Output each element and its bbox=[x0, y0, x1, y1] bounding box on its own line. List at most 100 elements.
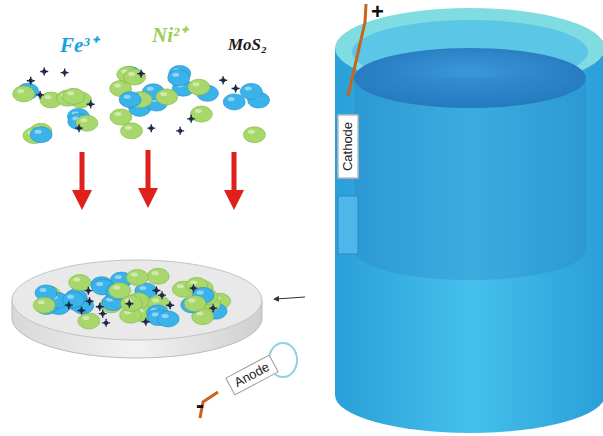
particle-highlight bbox=[73, 278, 80, 282]
electrode-label-strip: Cathode bbox=[338, 114, 359, 178]
particle-highlight bbox=[44, 95, 51, 99]
mos2-flake bbox=[67, 303, 71, 307]
particle-highlight bbox=[114, 83, 121, 87]
ion-particle bbox=[33, 297, 55, 313]
mos2-flake bbox=[75, 124, 83, 132]
mos2-flake bbox=[191, 286, 195, 290]
particle-highlight bbox=[67, 91, 74, 95]
ion-particle bbox=[168, 70, 190, 86]
ion-particle bbox=[30, 127, 52, 143]
particle-highlight bbox=[195, 109, 202, 113]
mos2-flake bbox=[65, 301, 73, 309]
mos2-flake bbox=[176, 127, 184, 135]
mos2-flake bbox=[149, 126, 153, 130]
mos2-flake bbox=[189, 284, 197, 292]
particle-highlight bbox=[67, 295, 74, 299]
mos2-flake bbox=[88, 102, 92, 106]
mos2-flake bbox=[87, 299, 91, 303]
substrate-disc bbox=[12, 260, 262, 340]
mos2-flake bbox=[233, 86, 237, 90]
ion-particle bbox=[156, 89, 178, 105]
mos2-flake bbox=[99, 310, 107, 318]
ion-particle bbox=[223, 94, 245, 110]
particle-highlight bbox=[40, 288, 47, 292]
particle-highlight bbox=[228, 97, 235, 101]
ion-particle bbox=[124, 69, 146, 85]
particle-highlight bbox=[177, 284, 184, 288]
ion-particle bbox=[69, 275, 91, 291]
particle-highlight bbox=[172, 73, 179, 77]
deposition-arrow bbox=[146, 150, 151, 198]
mos2-flake bbox=[209, 304, 217, 312]
particle-highlight bbox=[248, 130, 255, 134]
particle-highlight bbox=[125, 126, 132, 130]
particle-highlight bbox=[197, 290, 204, 294]
cathode-wire bbox=[348, 4, 366, 96]
mos2-flake bbox=[96, 303, 104, 311]
mos2-flake bbox=[62, 70, 66, 74]
mos2-flake bbox=[102, 319, 110, 327]
beaker-body bbox=[335, 48, 603, 433]
mos2-flake bbox=[142, 318, 150, 326]
particle-highlight bbox=[147, 87, 154, 91]
electrode-name: Anode bbox=[227, 356, 278, 394]
mos2-flake bbox=[98, 305, 102, 309]
particle-highlight bbox=[190, 280, 197, 284]
particle-highlight bbox=[80, 118, 87, 122]
pointer-arrow bbox=[276, 297, 305, 299]
ion-particle bbox=[13, 86, 35, 102]
mos2-flake bbox=[152, 287, 160, 295]
particle-highlight bbox=[152, 298, 159, 302]
mos2-flake bbox=[147, 124, 155, 132]
deposited-particles bbox=[33, 268, 230, 329]
ion-particle bbox=[188, 79, 210, 95]
electrolyte-depth bbox=[354, 78, 586, 280]
ion-particle bbox=[119, 92, 141, 108]
mos2-flake bbox=[127, 301, 131, 305]
species-label: Fe³⁺ bbox=[60, 34, 97, 57]
mos2-flake bbox=[42, 69, 46, 73]
mos2-flake bbox=[187, 115, 195, 123]
particle-highlight bbox=[35, 130, 42, 134]
mos2-flake bbox=[166, 301, 174, 309]
mos2-flake bbox=[211, 306, 215, 310]
particle-highlight bbox=[96, 282, 103, 286]
ion-particle bbox=[126, 269, 148, 285]
mos2-flake bbox=[77, 307, 85, 315]
mos2-flake bbox=[139, 71, 143, 75]
particle-highlight bbox=[139, 286, 146, 290]
mos2-flake bbox=[101, 311, 105, 315]
particle-highlight bbox=[192, 82, 199, 86]
species-label: Ni²⁺ bbox=[152, 24, 186, 47]
mos2-flake bbox=[219, 76, 227, 84]
mos2-flake bbox=[232, 85, 240, 93]
particle-highlight bbox=[162, 314, 169, 318]
mos2-flake bbox=[104, 321, 108, 325]
mos2-flake bbox=[160, 293, 164, 297]
ion-particle bbox=[120, 295, 142, 311]
mos2-flake bbox=[86, 288, 90, 292]
mos2-flake bbox=[137, 70, 145, 78]
ion-particle bbox=[190, 106, 212, 122]
particle-highlight bbox=[113, 286, 120, 290]
ion-particle bbox=[76, 115, 98, 131]
mos2-flake bbox=[221, 78, 225, 82]
mos2-flake bbox=[87, 100, 95, 108]
ion-particle bbox=[63, 88, 85, 104]
mos2-flake bbox=[168, 303, 172, 307]
mos2-flake bbox=[189, 117, 193, 121]
mos2-flake bbox=[84, 287, 92, 295]
mos2-flake bbox=[86, 297, 94, 305]
ion-particle bbox=[78, 313, 100, 329]
particle-highlight bbox=[114, 112, 121, 116]
ion-particle bbox=[240, 83, 262, 99]
electrode-label-strip: Anode bbox=[225, 354, 279, 395]
mos2-flake bbox=[77, 126, 81, 130]
deposition-arrow bbox=[80, 152, 85, 200]
particle-highlight bbox=[160, 92, 167, 96]
mos2-flake bbox=[79, 308, 83, 312]
particle-highlight bbox=[115, 275, 122, 279]
particle-highlight bbox=[17, 89, 24, 93]
